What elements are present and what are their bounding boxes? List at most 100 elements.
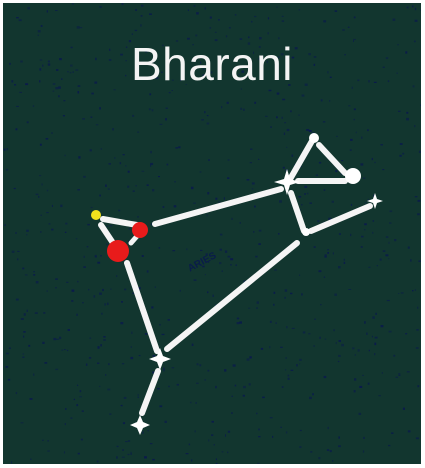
sky-speckle (286, 431, 287, 433)
sky-speckle (215, 198, 217, 200)
sky-speckle (100, 255, 102, 256)
sky-speckle (228, 256, 231, 258)
sky-speckle (361, 137, 362, 139)
sky-speckle (282, 386, 284, 387)
sky-speckle (415, 196, 418, 197)
sky-speckle (63, 115, 65, 116)
sky-speckle (99, 195, 101, 197)
sky-speckle (351, 204, 352, 206)
sky-speckle (79, 396, 81, 397)
sky-speckle (63, 100, 65, 101)
sky-speckle (280, 347, 283, 348)
sky-speckle (78, 453, 80, 455)
sky-speckle (374, 162, 376, 163)
sky-speckle (135, 9, 137, 11)
sky-speckle (207, 214, 208, 216)
sky-speckle (133, 190, 135, 192)
sky-speckle (191, 459, 192, 461)
line-hub-to-top (289, 141, 312, 181)
sky-speckle (228, 159, 230, 160)
sky-speckle (49, 223, 51, 224)
sky-speckle (97, 363, 99, 364)
sky-speckle (249, 356, 251, 358)
sky-speckle (375, 337, 378, 339)
sky-speckle (227, 177, 229, 179)
sky-speckle (47, 190, 48, 192)
sky-speckle (121, 301, 123, 303)
sky-speckle (157, 388, 160, 389)
sky-speckle (417, 307, 418, 309)
sky-speckle (309, 203, 312, 204)
sky-speckle (288, 378, 290, 380)
sky-speckle (323, 121, 325, 123)
sky-speckle (341, 160, 343, 161)
sky-speckle (150, 443, 153, 444)
sky-speckle (17, 258, 18, 260)
sky-speckle (103, 339, 106, 341)
sky-speckle (25, 274, 28, 275)
sky-speckle (41, 215, 42, 216)
sky-speckle (84, 256, 85, 258)
sky-speckle (348, 289, 351, 290)
sky-speckle (268, 32, 269, 34)
sky-speckle (372, 316, 374, 318)
sky-speckle (243, 109, 245, 111)
sky-speckle (283, 167, 285, 169)
sky-speckle (86, 364, 88, 366)
sky-speckle (415, 20, 418, 22)
star-white-bottom (130, 415, 150, 435)
sky-speckle (344, 262, 346, 264)
sky-speckle (169, 92, 171, 93)
sky-speckle (393, 19, 396, 22)
sky-speckle (393, 355, 395, 357)
sky-speckle (222, 270, 223, 272)
sky-speckle (12, 251, 15, 253)
sky-speckle (4, 149, 6, 151)
sky-speckle (27, 7, 30, 9)
sky-speckle (363, 450, 364, 452)
sky-speckle (317, 220, 319, 222)
sky-speckle (91, 207, 93, 208)
sky-speckle (194, 5, 196, 7)
sky-speckle (362, 375, 363, 376)
sky-speckle (225, 250, 227, 253)
sky-speckle (378, 395, 381, 396)
sky-speckle (416, 329, 418, 331)
sky-speckle (66, 282, 68, 283)
sky-speckle (197, 363, 199, 365)
sky-speckle (256, 413, 257, 415)
sky-speckle (122, 363, 124, 364)
sky-speckle (383, 250, 386, 251)
sky-speckle (368, 383, 370, 385)
sky-speckle (30, 459, 31, 460)
sky-speckle (196, 383, 199, 384)
sky-speckle (136, 185, 137, 186)
sky-speckle (150, 163, 153, 165)
sky-panel: ARIES Bharani (3, 3, 421, 464)
sky-speckle (216, 463, 218, 464)
sky-speckle (78, 91, 80, 93)
sky-speckle (324, 277, 325, 278)
sky-speckle (65, 408, 66, 410)
sky-speckle (91, 93, 94, 95)
sky-speckle (190, 402, 192, 403)
sky-speckle (230, 264, 232, 265)
sky-speckle (350, 234, 351, 236)
sky-speckle (363, 437, 364, 439)
constellation-lines (101, 141, 370, 413)
sky-speckle (77, 189, 80, 191)
sky-speckle (412, 5, 413, 7)
line-yellow-to-large-red (101, 225, 113, 243)
sky-speckle (335, 10, 338, 12)
sky-speckle (76, 404, 78, 406)
sky-speckle (140, 24, 141, 26)
sky-speckle (22, 357, 24, 358)
sky-speckle (166, 108, 168, 109)
sky-speckle (42, 440, 44, 441)
sky-speckle (252, 188, 254, 189)
sky-speckle (172, 250, 175, 251)
sky-speckle (195, 430, 196, 432)
sky-speckle (159, 247, 161, 249)
sky-speckle (77, 281, 78, 283)
sky-speckle (155, 286, 156, 288)
